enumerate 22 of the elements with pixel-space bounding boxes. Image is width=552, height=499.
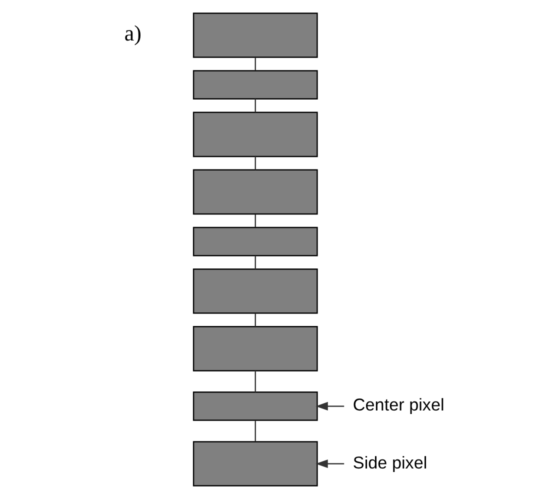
connector [254,58,256,70]
node-box [192,169,318,215]
connector [254,214,256,228]
node-text: Center pixel [352,394,444,415]
node-box [192,441,318,486]
connector [254,313,256,327]
connector [254,420,256,442]
node-box [192,268,318,314]
connector [254,370,256,392]
label: a) [124,20,142,46]
arrow [315,459,344,468]
node-box [192,226,318,256]
node-box [192,70,318,100]
node-text: Side pixel [352,452,427,472]
node-box [192,392,318,421]
node-box [192,12,318,58]
arrow [315,402,344,410]
connector [254,98,256,112]
connector [254,156,256,170]
node-box [192,326,318,372]
node-box [192,112,318,158]
connector [254,256,256,270]
